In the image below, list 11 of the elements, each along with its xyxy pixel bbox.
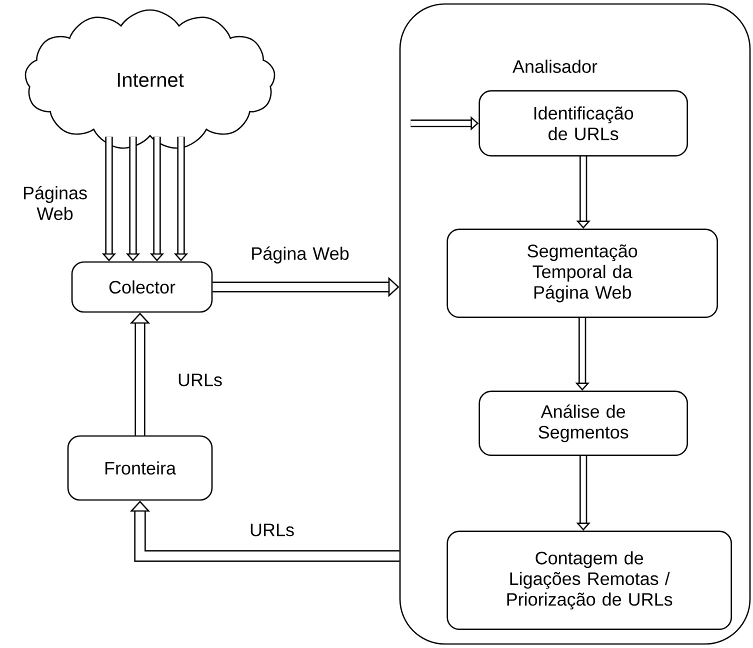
hollow-arrow bbox=[130, 500, 400, 562]
edge-label: URLs bbox=[250, 524, 294, 536]
edge-label: Página Web bbox=[252, 246, 349, 264]
process-box: Fronteira bbox=[67, 435, 213, 501]
process-box: Análise de Segmentos bbox=[478, 390, 688, 456]
process-box: Identificação de URLs bbox=[478, 90, 688, 156]
edge-label: Páginas Web bbox=[24, 186, 87, 220]
process-box: Colector bbox=[71, 261, 213, 313]
process-box: Segmentação Temporal da Página Web bbox=[446, 228, 718, 318]
process-box: Contagem de Ligações Remotas / Priorização de URLs bbox=[446, 530, 732, 630]
edge-label: URLs bbox=[178, 374, 222, 386]
